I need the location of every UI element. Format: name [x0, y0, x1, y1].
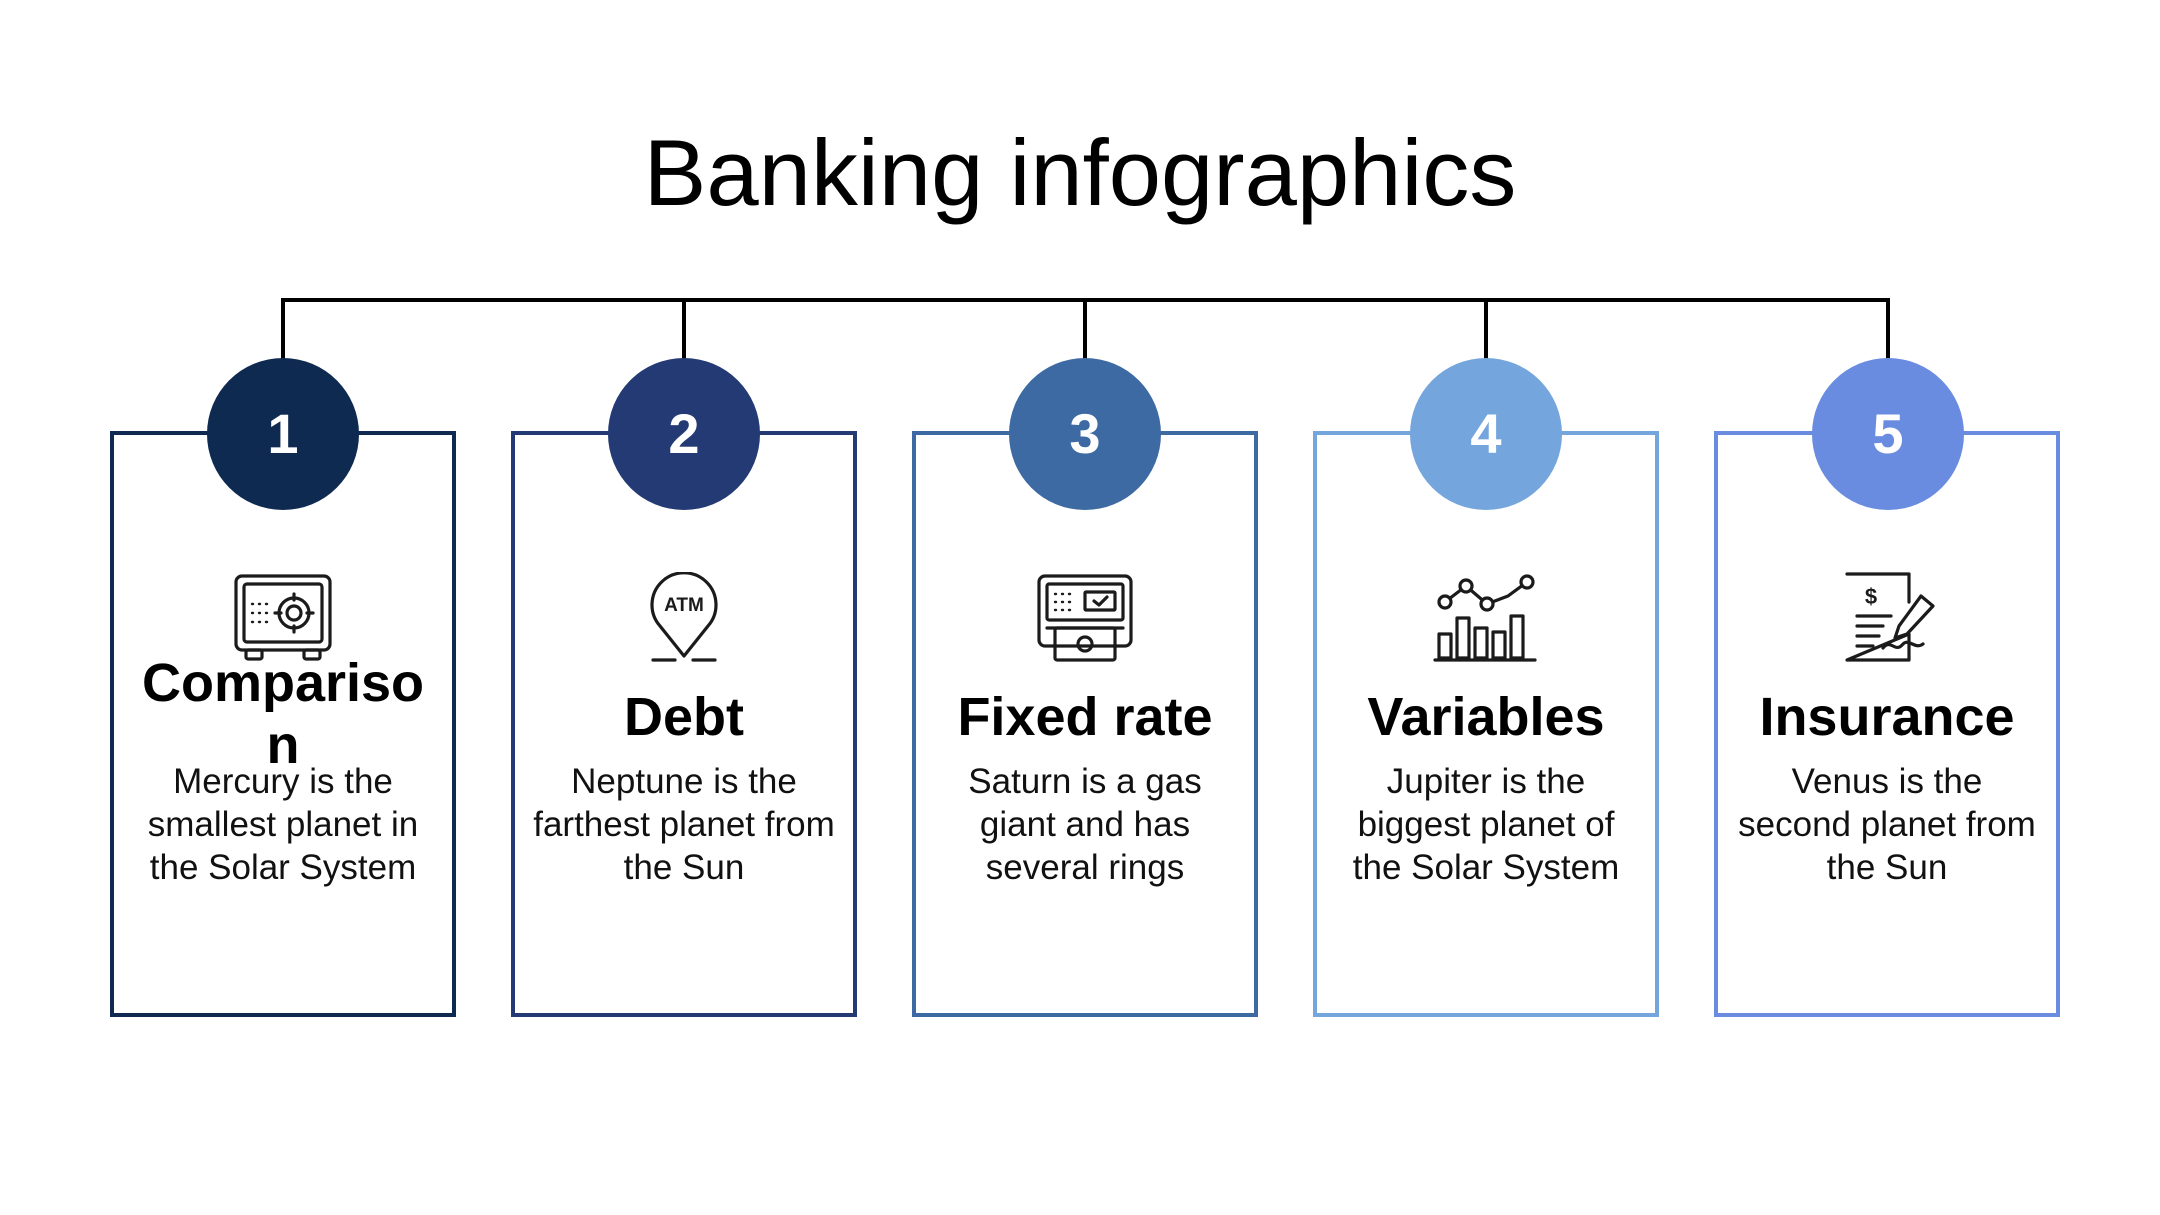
step-heading: Variables: [1367, 687, 1605, 747]
step-number-badge: 2: [608, 358, 760, 510]
step-description: Saturn is a gas giant and has several ri…: [968, 762, 1202, 887]
slide-title: Banking infographics: [643, 120, 1517, 225]
step-heading: Fixed rate: [957, 687, 1213, 747]
step-card-1: [110, 431, 456, 1017]
bar-line-chart-icon: [1431, 572, 1541, 664]
step-heading: Debt: [624, 687, 744, 747]
step-number-badge: 4: [1410, 358, 1562, 510]
step-number-badge: 1: [207, 358, 359, 510]
safe-icon: [228, 572, 338, 664]
step-heading: Comparison: [141, 653, 425, 775]
step-card-5: [1714, 431, 2060, 1017]
step-heading: Insurance: [1759, 687, 2015, 747]
step-number-badge: 3: [1009, 358, 1161, 510]
atm-location-pin-icon: ATM: [629, 572, 739, 664]
step-description: Neptune is the farthest planet from the …: [533, 762, 835, 887]
step-description: Venus is the second planet from the Sun: [1738, 762, 2036, 887]
step-card-3: [912, 431, 1258, 1017]
step-description: Mercury is the smallest planet in the So…: [147, 762, 419, 887]
svg-text:$: $: [1865, 584, 1877, 609]
atm-machine-icon: [1030, 572, 1140, 664]
step-card-4: [1313, 431, 1659, 1017]
step-number-badge: 5: [1812, 358, 1964, 510]
signed-dollar-document-icon: $: [1833, 572, 1943, 664]
step-description: Jupiter is the biggest planet of the Sol…: [1352, 762, 1620, 887]
svg-text:ATM: ATM: [664, 595, 704, 616]
